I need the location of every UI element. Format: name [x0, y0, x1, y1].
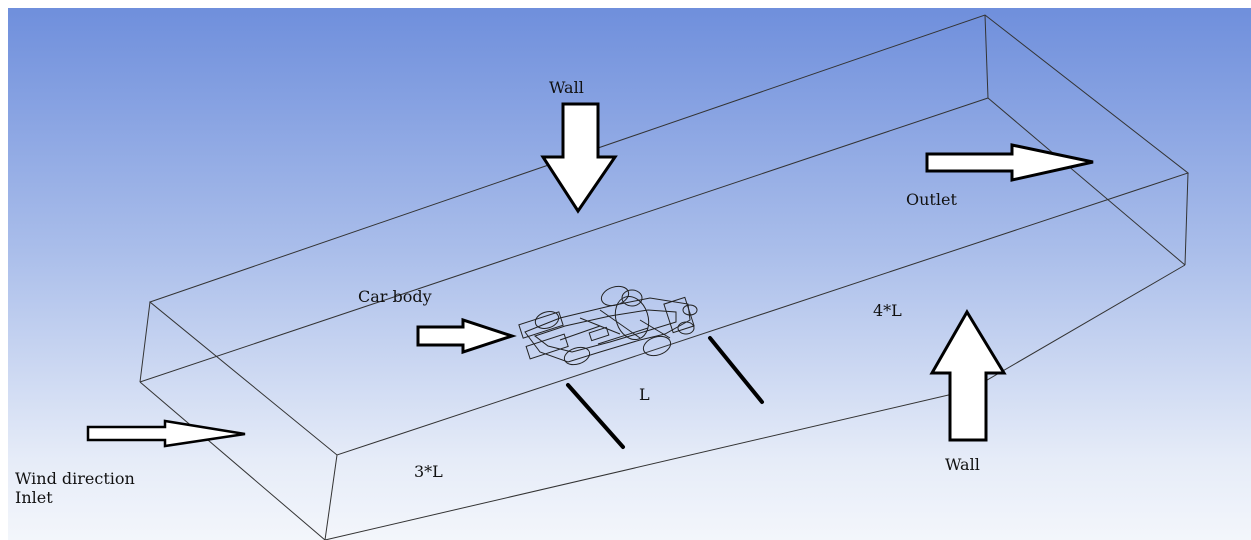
- box-right-edge: [1184, 172, 1189, 266]
- box-front-bottom-edge: [324, 454, 338, 540]
- outlet-label: Outlet: [906, 190, 957, 209]
- length-3l-label: 3*L: [414, 462, 443, 481]
- box-back-bottom-edge-long: [139, 97, 989, 383]
- box-left-edge: [139, 301, 151, 383]
- car-body-label: Car body: [358, 287, 432, 306]
- box-right-bottom-edge: [969, 264, 1186, 391]
- viewport-background: [8, 8, 1251, 540]
- marker-car-front: [566, 383, 625, 449]
- wall-top-label: Wall: [549, 78, 584, 97]
- wall-bottom-arrow-icon: [929, 309, 1007, 442]
- marker-car-rear: [708, 336, 764, 404]
- wall-bottom-label: Wall: [945, 455, 980, 474]
- length-markers: [566, 336, 764, 449]
- inlet-label: Inlet: [15, 488, 53, 507]
- domain-box: [139, 14, 1190, 540]
- wind-direction-label: Wind direction: [15, 469, 135, 488]
- car-body-arrow-icon: [416, 317, 517, 355]
- length-l-label: L: [639, 385, 650, 404]
- box-front-bottom-long-edge: [324, 389, 971, 540]
- car-body-icon: [518, 285, 698, 366]
- box-back-bottom-edge-right: [987, 97, 1186, 266]
- box-back-edge: [984, 14, 989, 99]
- outlet-arrow-icon: [925, 143, 1094, 182]
- box-top-face: [148, 14, 1190, 456]
- box-left-bottom-edge: [139, 381, 326, 540]
- wind-direction-arrow-icon: [86, 419, 246, 448]
- length-4l-label: 4*L: [873, 301, 902, 320]
- wall-top-arrow-icon: [540, 102, 618, 214]
